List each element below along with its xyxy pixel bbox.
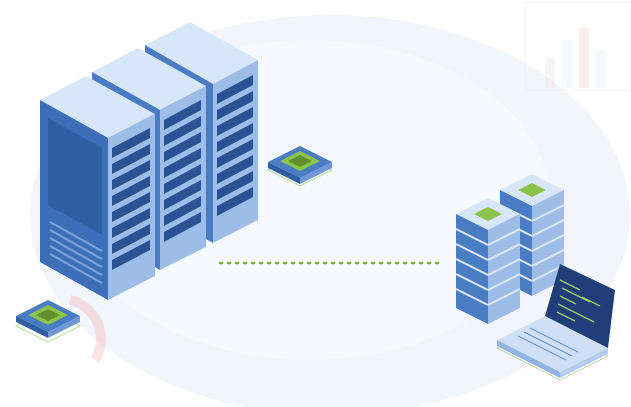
laptop-keyboard: [517, 327, 579, 361]
bar-chart-icon: [524, 1, 630, 91]
rack-slots: [217, 75, 253, 216]
rack-vents: [49, 221, 103, 284]
laptop-icon: [495, 264, 615, 381]
rack-slots: [164, 100, 201, 242]
rack-slots: [112, 128, 150, 270]
server-stack-icon: [455, 198, 521, 324]
server-rack-icon: [40, 76, 155, 300]
code-screen-icon: [545, 264, 615, 348]
chip-icon: [266, 146, 334, 187]
accent-arc: [68, 295, 106, 363]
chip-icon: [14, 300, 82, 343]
